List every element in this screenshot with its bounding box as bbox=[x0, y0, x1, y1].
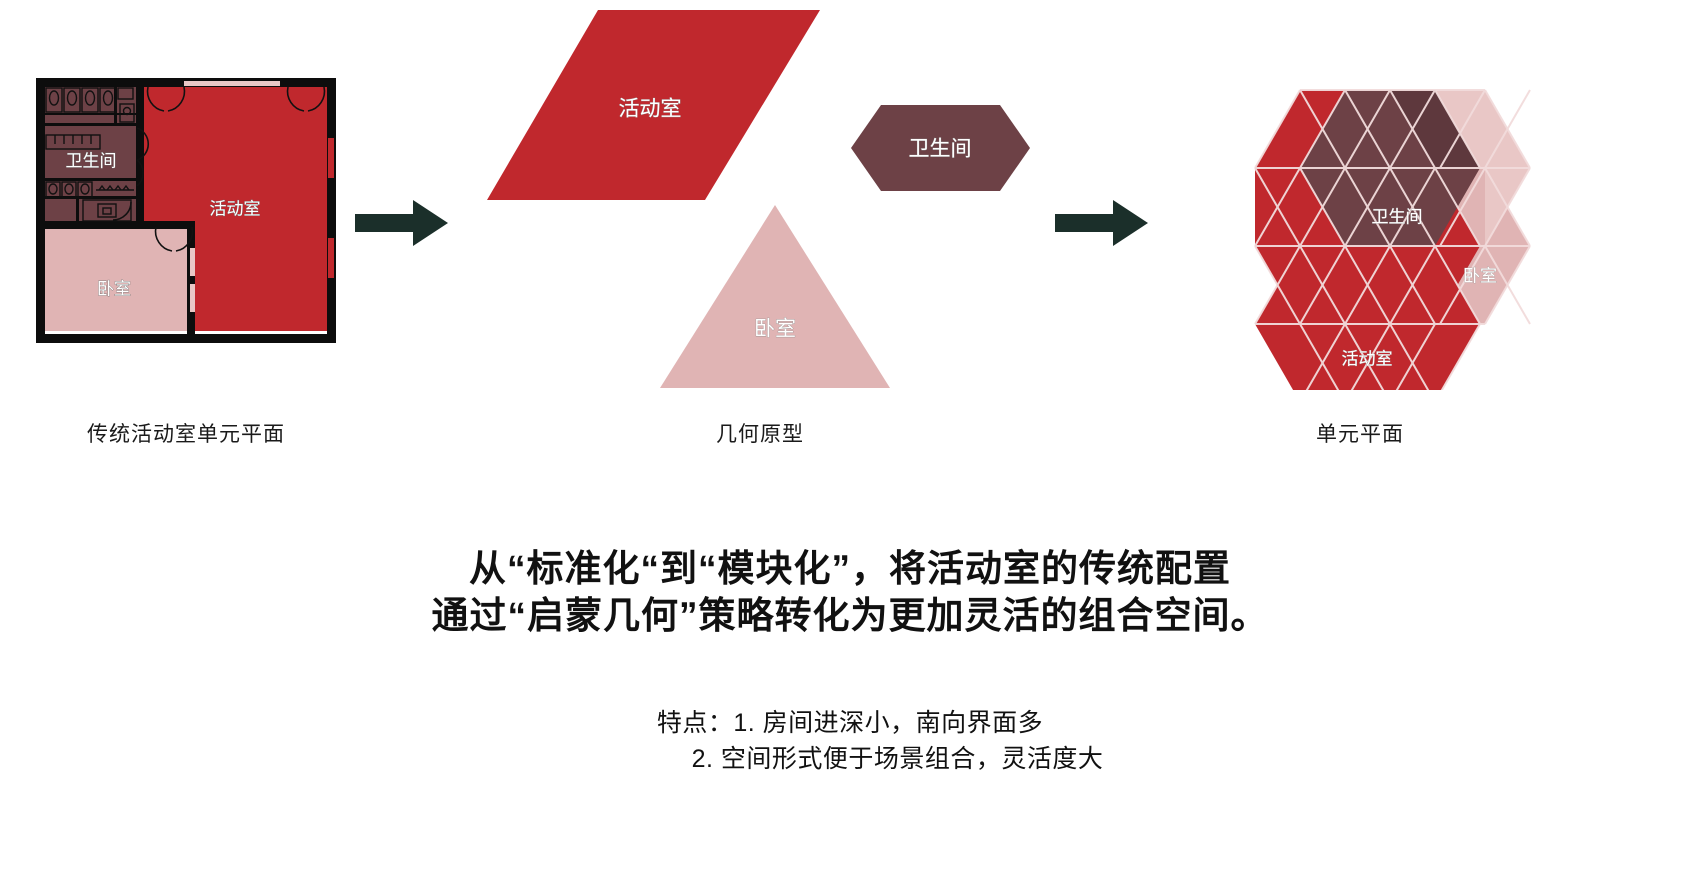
unit-plan-module-assembly: 卫生间 活动室 卧室 bbox=[1145, 70, 1565, 390]
geometric-prototype-shapes: 活动室 卫生间 卧室 bbox=[470, 5, 1050, 405]
arrow-2 bbox=[1055, 196, 1150, 251]
caption-unit-plan: 单元平面 bbox=[1316, 423, 1404, 446]
plan-room-bathroom bbox=[44, 86, 144, 226]
plan-bathroom-fixtures bbox=[45, 87, 135, 222]
proto-shape-rhombus bbox=[487, 10, 820, 200]
caption-geometric-prototype: 几何原型 bbox=[716, 423, 804, 446]
feature-line-2: 2. 空间形式便于场景组合，灵活度大 bbox=[691, 745, 1104, 773]
proto-label-activity: 活动室 bbox=[619, 98, 682, 121]
proto-label-bedroom: 卧室 bbox=[754, 318, 796, 341]
plan-windows bbox=[184, 81, 334, 312]
arrow-1 bbox=[355, 196, 450, 251]
module-label-activity: 活动室 bbox=[1342, 349, 1393, 368]
proto-shape-triangle bbox=[660, 205, 890, 388]
feature-line-1: 特点：1. 房间进深小，南向界面多 bbox=[656, 709, 1044, 737]
caption-traditional-plan: 传统活动室单元平面 bbox=[87, 423, 285, 446]
plan-label-bedroom: 卧室 bbox=[97, 279, 131, 298]
features-block: 特点：1. 房间进深小，南向界面多 2. 空间形式便于场景组合，灵活度大 bbox=[0, 705, 1700, 777]
proto-label-bathroom: 卫生间 bbox=[909, 138, 972, 161]
headline-block: 从“标准化“到“模块化”，将活动室的传统配置 通过“启蒙几何”策略转化为更加灵活… bbox=[0, 545, 1700, 639]
plan-label-bathroom: 卫生间 bbox=[66, 151, 117, 170]
plan-label-activity: 活动室 bbox=[210, 199, 261, 218]
module-label-bedroom: 卧室 bbox=[1463, 266, 1497, 285]
module-grid-lines bbox=[1254, 89, 1531, 390]
traditional-floor-plan: 卫生间 活动室 卧室 bbox=[36, 78, 336, 343]
plan-doors bbox=[112, 86, 326, 252]
plan-room-bedroom bbox=[44, 226, 194, 331]
module-label-bathroom: 卫生间 bbox=[1372, 207, 1423, 226]
headline-line-1: 从“标准化“到“模块化”，将活动室的传统配置 bbox=[469, 548, 1231, 589]
headline-line-2: 通过“启蒙几何”策略转化为更加灵活的组合空间。 bbox=[431, 595, 1269, 636]
proto-shape-hexagon bbox=[851, 105, 1030, 191]
